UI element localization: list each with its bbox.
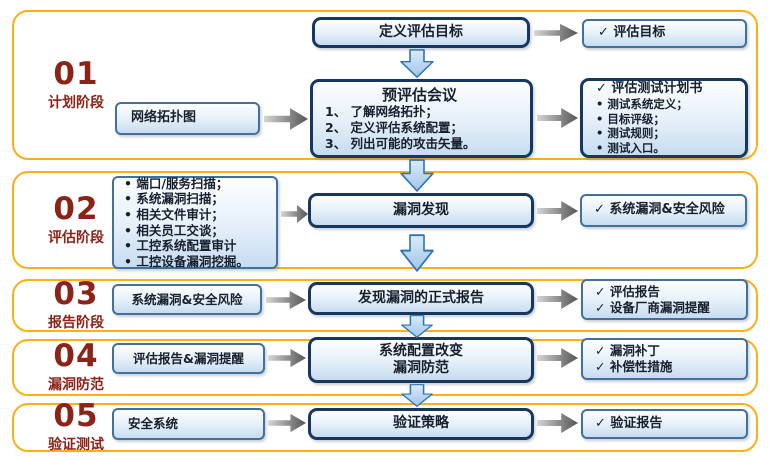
flow-arrow-down-icon bbox=[401, 315, 433, 338]
stage-03-number: 03 bbox=[53, 276, 99, 312]
flow-arrow-right-icon bbox=[281, 204, 308, 224]
flow-arrow-right-icon bbox=[266, 290, 306, 310]
box-output-verification-report: ✓ 验证报告 bbox=[581, 409, 748, 439]
stage-02-number: 02 bbox=[53, 190, 99, 227]
report-output-item: ✓ 设备厂商漏洞提醒 bbox=[595, 299, 710, 315]
flow-arrow-right-icon bbox=[537, 413, 578, 433]
stage-02-name: 评估阶段 bbox=[48, 229, 104, 246]
plan-item: • 目标评级； bbox=[596, 111, 665, 126]
flow-arrow-right-icon bbox=[537, 348, 578, 368]
stage-04-name: 漏洞防范 bbox=[48, 377, 104, 393]
box-input-report-reminder-text: 评估报告&漏洞提醒 bbox=[133, 350, 244, 366]
box-test-plan-output: ✓ 评估测试计划书 • 测试系统定义； • 目标评级； • 测试规则； • 测试… bbox=[580, 78, 748, 158]
scan-item: • 工控设备漏洞挖掘。 bbox=[124, 253, 249, 269]
box-output-goal: ✓ 评估目标 bbox=[582, 19, 747, 48]
box-vulnerability-discovery: 漏洞发现 bbox=[308, 193, 534, 228]
flow-arrow-right-icon bbox=[264, 108, 308, 130]
box-output-goal-text: ✓ 评估目标 bbox=[598, 25, 666, 41]
flow-arrow-down-icon bbox=[400, 49, 434, 78]
box-verification-strategy: 验证策略 bbox=[308, 408, 534, 440]
scan-item: • 端口/服务扫描； bbox=[124, 175, 229, 191]
flow-arrow-down-icon bbox=[401, 384, 433, 407]
stage-01-name: 计划阶段 bbox=[48, 94, 104, 111]
box-output-verification-report-text: ✓ 验证报告 bbox=[595, 415, 663, 431]
flow-arrow-right-icon bbox=[537, 108, 578, 128]
flow-arrow-down-icon bbox=[400, 234, 434, 272]
scan-item: • 工控系统配置审计 bbox=[124, 238, 237, 254]
stage-05-name: 验证测试 bbox=[48, 437, 104, 453]
meeting-item: 1、 了解网络拓扑； bbox=[325, 104, 439, 120]
stage-01-number: 01 bbox=[53, 55, 99, 92]
box-scan-activities: • 端口/服务扫描； • 系统漏洞扫描； • 相关文件审计； • 相关员工交谈；… bbox=[112, 176, 278, 269]
meeting-item: 3、 列出可能的攻击矢量。 bbox=[325, 135, 476, 151]
scan-item: • 系统漏洞扫描； bbox=[124, 191, 224, 207]
box-output-reports: ✓ 评估报告 ✓ 设备厂商漏洞提醒 bbox=[581, 279, 748, 320]
scan-item: • 相关员工交谈； bbox=[124, 222, 224, 238]
flow-arrow-right-icon bbox=[268, 348, 306, 368]
plan-item: • 测试入口。 bbox=[596, 140, 665, 155]
flow-arrow-right-icon bbox=[537, 289, 578, 309]
plan-title: ✓ 评估测试计划书 bbox=[596, 81, 703, 97]
box-input-report-reminder: 评估报告&漏洞提醒 bbox=[112, 343, 265, 374]
stage-05-number: 05 bbox=[53, 398, 99, 434]
box-define-goal-text: 定义评估目标 bbox=[379, 23, 463, 40]
stage-03-label: 03 报告阶段 bbox=[30, 276, 122, 332]
flow-arrow-right-icon bbox=[268, 413, 306, 433]
patch-output-item: ✓ 漏洞补丁 bbox=[595, 343, 660, 359]
box-output-system-risk: ✓ 系统漏洞&安全风险 bbox=[580, 194, 747, 227]
flow-arrow-right-icon bbox=[537, 201, 578, 221]
box-network-topology: 网络拓扑图 bbox=[115, 102, 260, 135]
scan-item: • 相关文件审计； bbox=[124, 206, 224, 222]
stage-02-label: 02 评估阶段 bbox=[30, 173, 122, 267]
stage-03-name: 报告阶段 bbox=[48, 315, 104, 331]
meeting-title: 预评估会议 bbox=[381, 85, 457, 104]
flow-arrow-down-icon bbox=[400, 159, 434, 192]
config-change-line: 系统配置改变 bbox=[379, 342, 463, 359]
patch-output-item: ✓ 补偿性措施 bbox=[595, 359, 673, 374]
stage-05-label: 05 验证测试 bbox=[30, 401, 122, 454]
box-output-system-risk-text: ✓ 系统漏洞&安全风险 bbox=[594, 202, 725, 218]
box-vulnerability-discovery-text: 漏洞发现 bbox=[393, 201, 449, 218]
stage-04-number: 04 bbox=[53, 338, 99, 374]
meeting-item: 2、 定义评估系统配置； bbox=[325, 120, 464, 136]
box-network-topology-text: 网络拓扑图 bbox=[131, 110, 197, 126]
box-output-patches: ✓ 漏洞补丁 ✓ 补偿性措施 bbox=[581, 338, 748, 380]
box-formal-report: 发现漏洞的正式报告 bbox=[308, 282, 534, 315]
stage-04-label: 04 漏洞防范 bbox=[30, 341, 122, 394]
flow-arrow-right-icon bbox=[534, 23, 578, 43]
plan-item: • 测试系统定义； bbox=[596, 97, 688, 112]
box-pre-assessment-meeting: 预评估会议 1、 了解网络拓扑； 2、 定义评估系统配置； 3、 列出可能的攻击… bbox=[310, 79, 533, 158]
box-input-secure-system-text: 安全系统 bbox=[128, 416, 179, 432]
plan-item: • 测试规则； bbox=[596, 126, 665, 141]
box-input-secure-system: 安全系统 bbox=[112, 408, 265, 440]
box-verification-strategy-text: 验证策略 bbox=[393, 415, 449, 432]
box-define-goal: 定义评估目标 bbox=[312, 17, 530, 48]
box-input-risk-text: 系统漏洞&安全风险 bbox=[131, 291, 243, 307]
stage-01-label: 01 计划阶段 bbox=[30, 12, 122, 158]
report-output-item: ✓ 评估报告 bbox=[595, 283, 660, 299]
box-config-change: 系统配置改变 漏洞防范 bbox=[308, 337, 534, 383]
box-input-risk: 系统漏洞&安全风险 bbox=[112, 284, 262, 315]
config-change-line: 漏洞防范 bbox=[393, 360, 449, 376]
box-formal-report-text: 发现漏洞的正式报告 bbox=[358, 289, 484, 306]
